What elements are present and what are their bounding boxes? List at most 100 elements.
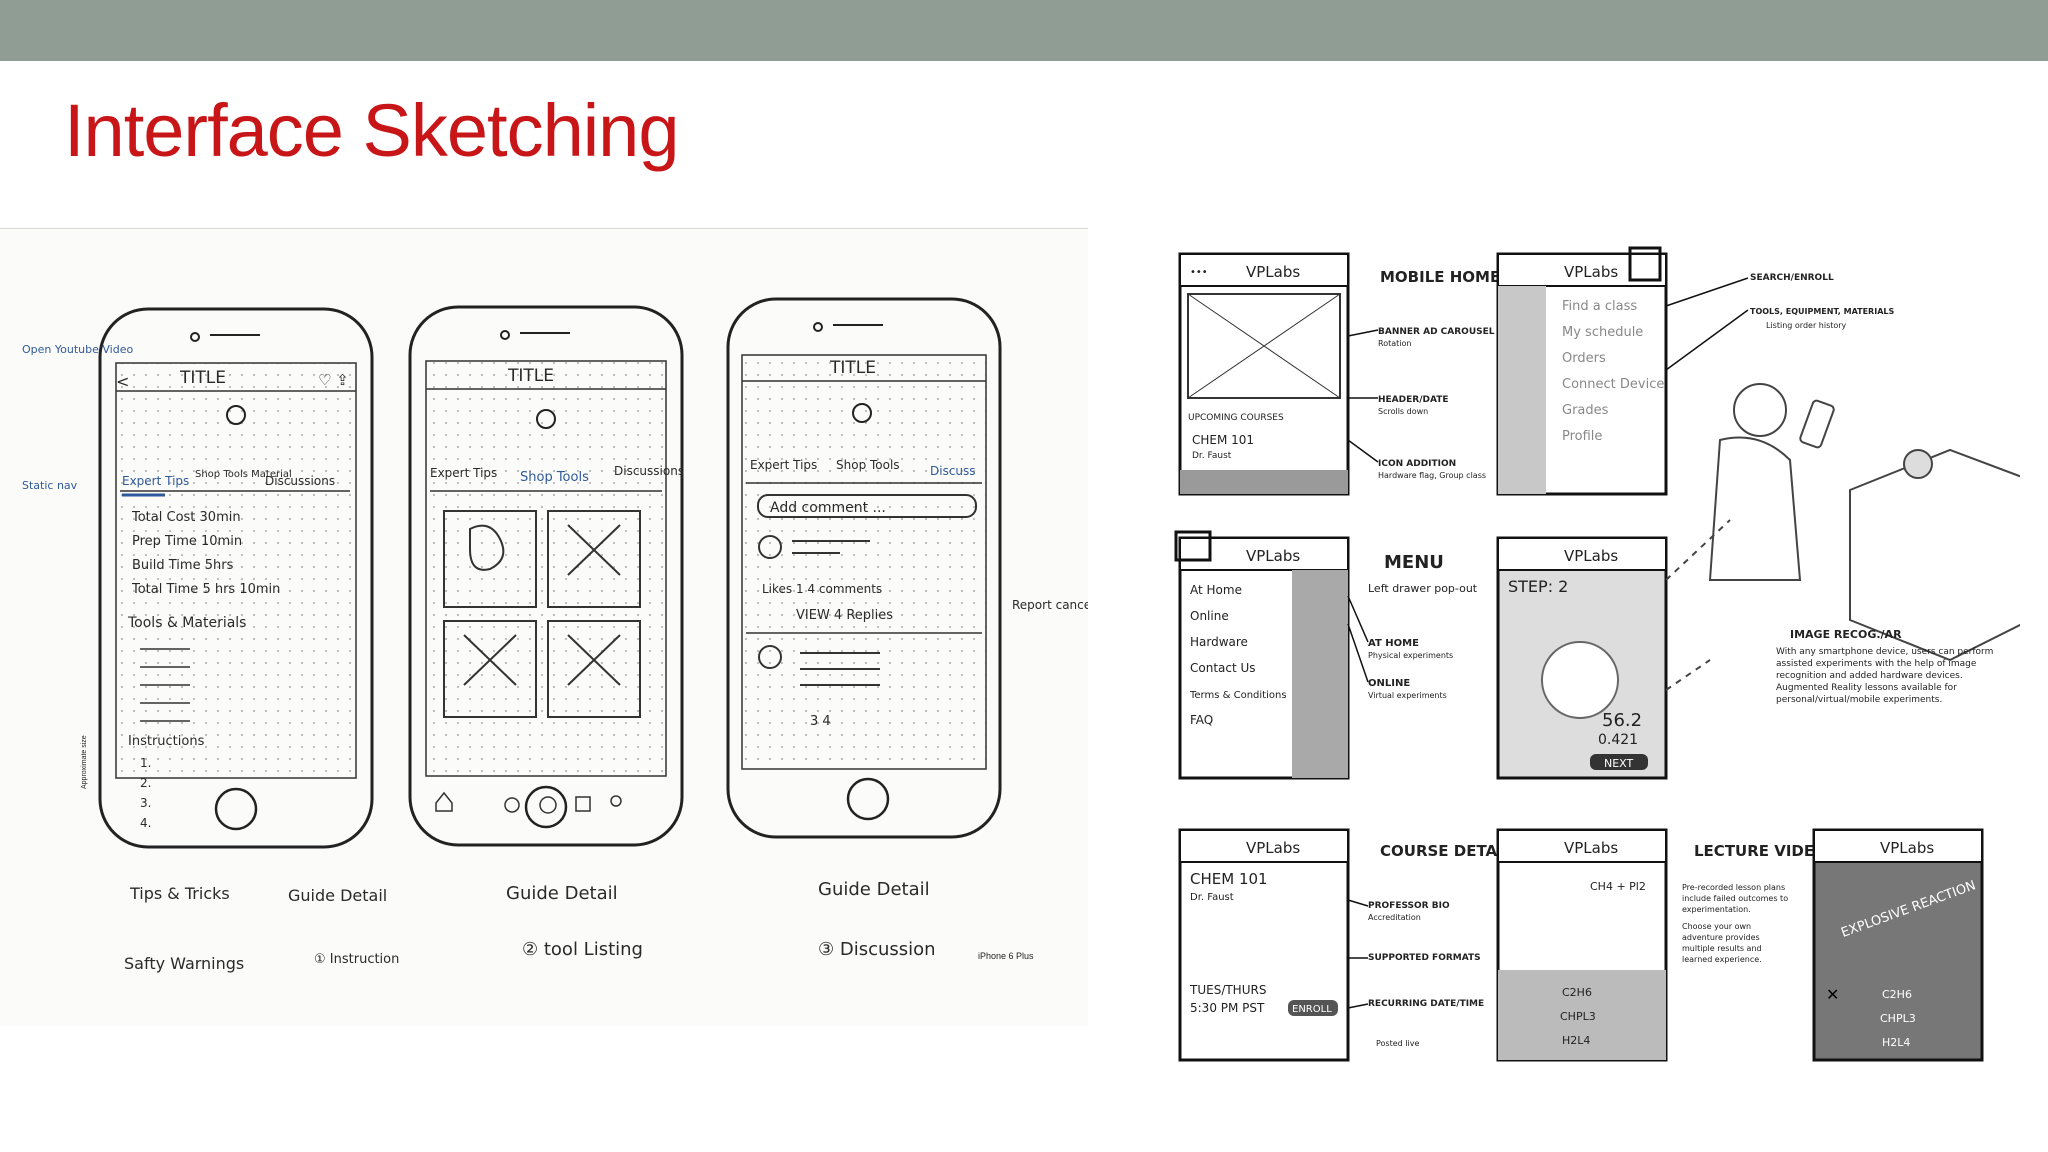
svg-text:Terms & Conditions: Terms & Conditions xyxy=(1189,690,1287,701)
svg-text:Listing order history: Listing order history xyxy=(1766,321,1847,330)
phone1-list-3: Build Time 5hrs xyxy=(132,558,234,573)
svg-text:ICON ADDITION: ICON ADDITION xyxy=(1378,459,1456,469)
note-device: iPhone 6 Plus xyxy=(978,951,1034,961)
svg-text:0.421: 0.421 xyxy=(1598,732,1638,748)
slide-title: Interface Sketching xyxy=(64,88,678,173)
svg-text:H2L4: H2L4 xyxy=(1882,1036,1910,1049)
svg-text:Orders: Orders xyxy=(1562,351,1606,366)
phone1-list-2: Prep Time 10min xyxy=(132,534,242,549)
svg-text:RECURRING DATE/TIME: RECURRING DATE/TIME xyxy=(1368,999,1484,1009)
svg-text:✕: ✕ xyxy=(1826,985,1839,1004)
svg-text:Dr. Faust: Dr. Faust xyxy=(1192,451,1232,461)
svg-text:Find a class: Find a class xyxy=(1562,299,1637,314)
svg-text:At Home: At Home xyxy=(1190,583,1242,597)
caption-tool-listing: ② tool Listing xyxy=(522,939,643,960)
phone-sketch-2: TITLE Expert Tips Shop Tools Discussions xyxy=(410,307,684,845)
note-approx-size: Approximate size xyxy=(81,735,88,789)
svg-text:Hardware flag, Group class: Hardware flag, Group class xyxy=(1378,471,1486,480)
phone1-title: TITLE xyxy=(179,368,226,388)
svg-text:VPLabs: VPLabs xyxy=(1564,839,1618,857)
phone1-tab-1: Expert Tips xyxy=(122,474,189,488)
svg-text:NEXT: NEXT xyxy=(1604,757,1634,770)
svg-text:Accreditation: Accreditation xyxy=(1368,913,1421,922)
phone1-section-instructions: Instructions xyxy=(128,734,205,749)
svg-text:ENROLL: ENROLL xyxy=(1292,1004,1332,1015)
vplabs-illustrated-wireframes: ••• VPLabs UPCOMING COURSES CHEM 101 Dr.… xyxy=(1150,220,2020,1090)
svg-text:VPLabs: VPLabs xyxy=(1246,547,1300,565)
svg-text:Physical experiments: Physical experiments xyxy=(1368,651,1453,660)
note-static-nav: Static nav xyxy=(22,479,78,492)
svg-text:Posted live: Posted live xyxy=(1376,1039,1419,1048)
svg-text:Left drawer pop-out: Left drawer pop-out xyxy=(1368,582,1478,595)
svg-text:BANNER AD CAROUSEL: BANNER AD CAROUSEL xyxy=(1378,327,1495,337)
svg-text:AT HOME: AT HOME xyxy=(1368,638,1419,649)
svg-text:Hardware: Hardware xyxy=(1190,635,1248,649)
svg-text:My schedule: My schedule xyxy=(1562,325,1643,340)
svg-text:Scrolls down: Scrolls down xyxy=(1378,407,1428,416)
screen-lecture: VPLabs CH4 + Pl2 C2H6 CHPL3 H2L4 xyxy=(1498,830,1666,1060)
svg-text:5:30 PM PST: 5:30 PM PST xyxy=(1190,1001,1265,1015)
screen-mobile-home: ••• VPLabs UPCOMING COURSES CHEM 101 Dr.… xyxy=(1180,254,1348,494)
phone3-tab-1: Expert Tips xyxy=(750,458,817,472)
screen-course-detail: VPLabs CHEM 101 Dr. Faust TUES/THURS 5:3… xyxy=(1180,830,1348,1060)
svg-text:1.: 1. xyxy=(140,756,151,770)
svg-text:Profile: Profile xyxy=(1562,429,1602,444)
brand-label: VPLabs xyxy=(1246,263,1300,281)
svg-text:C2H6: C2H6 xyxy=(1882,988,1912,1001)
phone3-comment: Add comment ... xyxy=(770,500,886,516)
svg-text:PROFESSOR BIO: PROFESSOR BIO xyxy=(1368,901,1450,911)
phone3-view-replies: VIEW 4 Replies xyxy=(796,608,893,623)
label-mobile-home: MOBILE HOME xyxy=(1380,268,1500,286)
svg-text:4.: 4. xyxy=(140,816,151,830)
note-open-video: Open Youtube Video xyxy=(22,343,133,356)
svg-text:Contact Us: Contact Us xyxy=(1190,661,1256,675)
svg-text:Online: Online xyxy=(1190,609,1229,623)
svg-text:Connect Device: Connect Device xyxy=(1562,377,1664,392)
svg-text:Rotation: Rotation xyxy=(1378,339,1411,348)
caption-safety: Safty Warnings xyxy=(124,954,244,973)
svg-text:VPLabs: VPLabs xyxy=(1246,839,1300,857)
phone3-counts: 3 4 xyxy=(810,714,831,729)
phone2-tab-1: Expert Tips xyxy=(430,466,497,480)
note-report: Report cancel xyxy=(1012,598,1088,612)
phone3-tab-3: Discuss xyxy=(930,464,976,478)
svg-text:HEADER/DATE: HEADER/DATE xyxy=(1378,395,1449,405)
svg-text:Grades: Grades xyxy=(1562,403,1609,418)
screen-search-menu: VPLabs Find a class My schedule Orders C… xyxy=(1498,248,1666,494)
label-lecture: LECTURE VIDEO xyxy=(1694,842,1827,860)
svg-text:ONLINE: ONLINE xyxy=(1368,678,1410,689)
svg-text:IMAGE RECOG./AR: IMAGE RECOG./AR xyxy=(1790,628,1902,641)
phone1-list-1: Total Cost 30min xyxy=(131,510,241,525)
screen-step: VPLabs STEP: 2 56.2 0.421 NEXT xyxy=(1498,538,1666,778)
svg-text:STEP: 2: STEP: 2 xyxy=(1508,577,1568,596)
screen-reaction: VPLabs EXPLOSIVE REACTION ✕ C2H6 CHPL3 H… xyxy=(1814,830,1982,1060)
svg-text:Dr. Faust: Dr. Faust xyxy=(1190,892,1234,903)
svg-text:TOOLS, EQUIPMENT, MATERIALS: TOOLS, EQUIPMENT, MATERIALS xyxy=(1750,307,1894,316)
svg-text:TUES/THURS: TUES/THURS xyxy=(1189,983,1266,997)
caption-guide-3: Guide Detail xyxy=(818,879,930,900)
label-menu: MENU xyxy=(1384,552,1444,573)
phone1-tab-3: Discussions xyxy=(265,474,335,488)
svg-text:C2H6: C2H6 xyxy=(1562,986,1592,999)
caption-guide-2: Guide Detail xyxy=(506,883,618,904)
svg-text:♡ ⇪: ♡ ⇪ xyxy=(318,371,349,389)
svg-text:UPCOMING COURSES: UPCOMING COURSES xyxy=(1188,413,1284,423)
phone2-tab-2: Shop Tools xyxy=(520,470,589,485)
svg-text:VPLabs: VPLabs xyxy=(1880,839,1934,857)
screen-menu: VPLabs At Home Online Hardware Contact U… xyxy=(1176,532,1348,778)
svg-text:VPLabs: VPLabs xyxy=(1564,263,1618,281)
svg-text:FAQ: FAQ xyxy=(1190,713,1213,727)
hand-sketch-wireframes: TITLE < ♡ ⇪ Expert Tips Shop Tools Mater… xyxy=(0,228,1088,1026)
person-with-phone-illustration xyxy=(1666,384,2020,690)
svg-text:SUPPORTED FORMATS: SUPPORTED FORMATS xyxy=(1368,953,1481,963)
svg-text:Virtual experiments: Virtual experiments xyxy=(1368,691,1447,700)
phone1-list-4: Total Time 5 hrs 10min xyxy=(131,582,280,597)
header-band xyxy=(0,0,2048,61)
phone-sketch-1: TITLE < ♡ ⇪ Expert Tips Shop Tools Mater… xyxy=(100,309,372,847)
caption-instruction: ① Instruction xyxy=(314,952,399,967)
phone2-title: TITLE xyxy=(507,366,554,386)
svg-text:CHPL3: CHPL3 xyxy=(1880,1012,1916,1025)
phone3-title: TITLE xyxy=(829,358,876,378)
caption-tips: Tips & Tricks xyxy=(129,884,230,903)
svg-text:•••: ••• xyxy=(1190,267,1208,278)
